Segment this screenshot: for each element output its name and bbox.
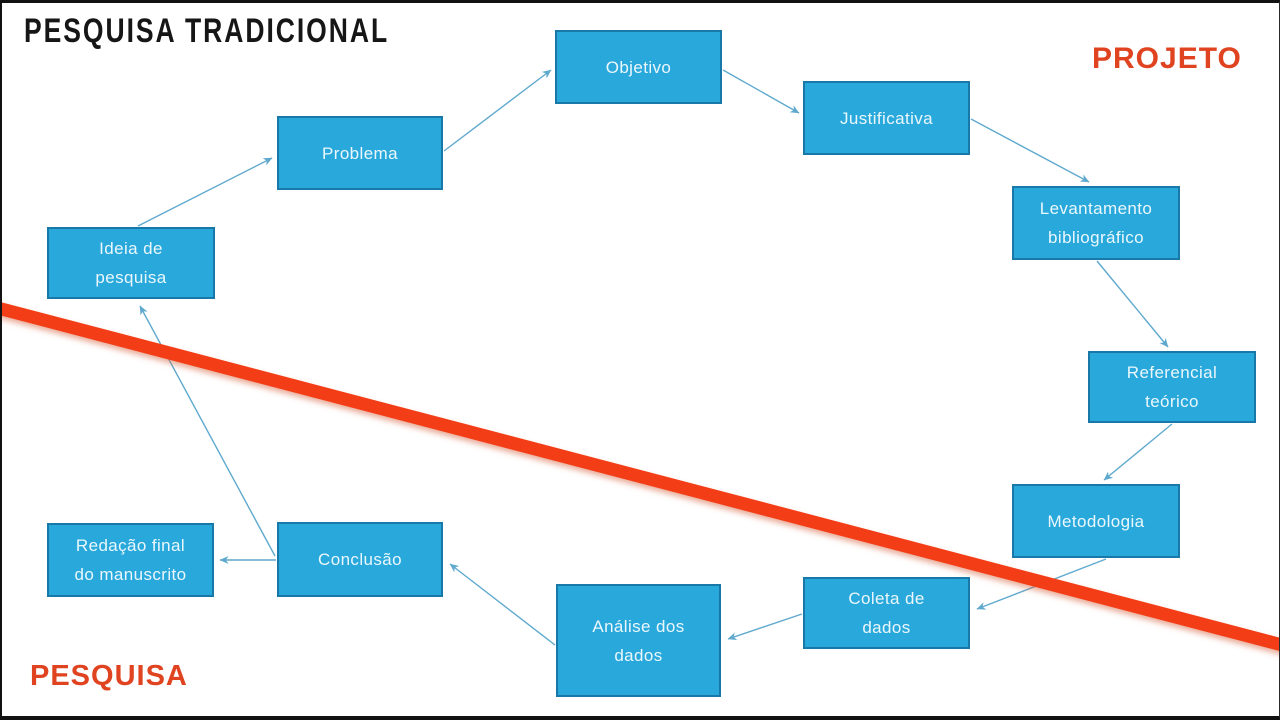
- node-referencial-teorico: Referencial teórico: [1088, 351, 1256, 423]
- arrow-ideia-to-problema: [137, 157, 273, 227]
- node-conclusao: Conclusão: [277, 522, 443, 597]
- page-title: PESQUISA TRADICIONAL: [24, 12, 390, 50]
- zone-label-projeto: PROJETO: [1092, 42, 1242, 75]
- arrow-levantamento-to-referencial: [1096, 260, 1169, 348]
- arrow-referencial-to-metodologia: [1103, 423, 1173, 481]
- arrow-conclusao-to-ideia: [139, 305, 276, 557]
- arrow-problema-to-objetivo: [443, 69, 552, 152]
- node-analise-dos-dados: Análise dos dados: [556, 584, 721, 697]
- arrow-coleta-to-analise: [727, 613, 803, 641]
- node-levantamento-bibliografico: Levantamento bibliográfico: [1012, 186, 1180, 260]
- zone-label-pesquisa: PESQUISA: [30, 660, 188, 692]
- arrow-justificativa-to-levantamento: [970, 118, 1090, 183]
- arrow-objetivo-to-justificativa: [722, 69, 800, 114]
- node-justificativa: Justificativa: [803, 81, 970, 155]
- node-coleta-de-dados: Coleta de dados: [803, 577, 970, 649]
- arrow-analise-to-conclusao: [449, 563, 556, 646]
- node-ideia-de-pesquisa: Ideia de pesquisa: [47, 227, 215, 299]
- node-redacao-final-do-manuscrito: Redação final do manuscrito: [47, 523, 214, 597]
- node-objetivo: Objetivo: [555, 30, 722, 104]
- node-metodologia: Metodologia: [1012, 484, 1180, 558]
- red-divider-line: [0, 301, 1280, 652]
- node-problema: Problema: [277, 116, 443, 190]
